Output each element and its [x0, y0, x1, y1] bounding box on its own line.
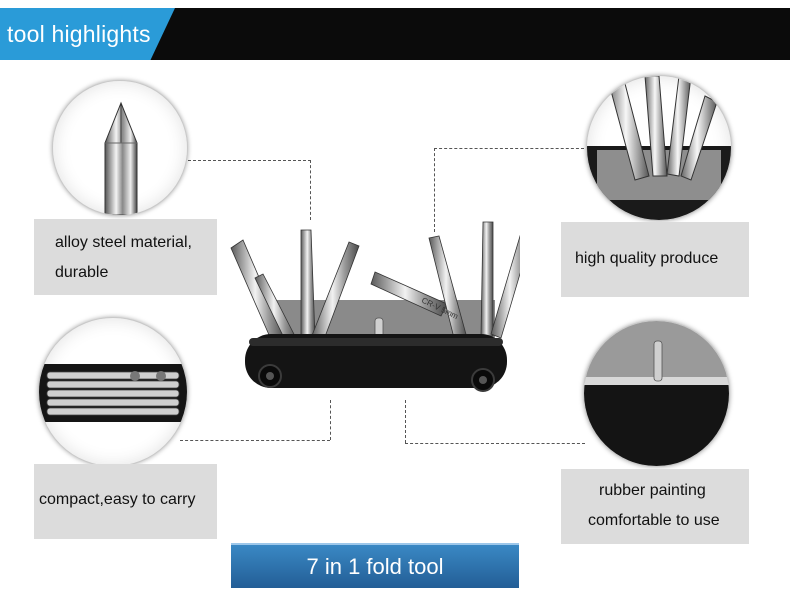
screwdriver-tip-icon: [104, 101, 138, 215]
tool-fan-icon: [587, 76, 731, 220]
feature-label-compact: compact,easy to carry: [34, 464, 217, 539]
connector-line: [310, 160, 311, 220]
feature-text: high quality produce: [575, 250, 719, 267]
multitool-image: CR-V 5mm: [230, 221, 520, 392]
feature-label-rubber: rubber painting comfortable to use: [561, 469, 749, 544]
product-banner: 7 in 1 fold tool: [231, 543, 519, 588]
feature-text: rubber painting: [599, 482, 706, 499]
connector-line: [183, 160, 311, 161]
connector-line: [180, 440, 330, 441]
folded-tool-icon: [39, 364, 187, 422]
header-tab: [0, 8, 175, 60]
connector-line: [405, 400, 406, 443]
feature-text: durable: [55, 264, 109, 281]
connector-line: [330, 400, 331, 440]
connector-line: [434, 148, 435, 232]
detail-circle-tip: [52, 80, 188, 216]
feature-label-material: alloy steel material, durable: [34, 219, 217, 295]
rubber-handle-icon: [584, 321, 729, 466]
feature-text: compact,easy to carry: [39, 491, 196, 508]
detail-circle-compact: [38, 317, 188, 467]
feature-text: comfortable to use: [588, 512, 720, 529]
connector-line: [434, 148, 584, 149]
header-title: tool highlights: [7, 21, 151, 47]
feature-text: alloy steel material,: [55, 234, 192, 251]
detail-circle-rubber: [583, 320, 730, 467]
connector-line: [405, 443, 585, 444]
feature-label-quality: high quality produce: [561, 222, 749, 297]
detail-circle-quality: [586, 75, 732, 221]
